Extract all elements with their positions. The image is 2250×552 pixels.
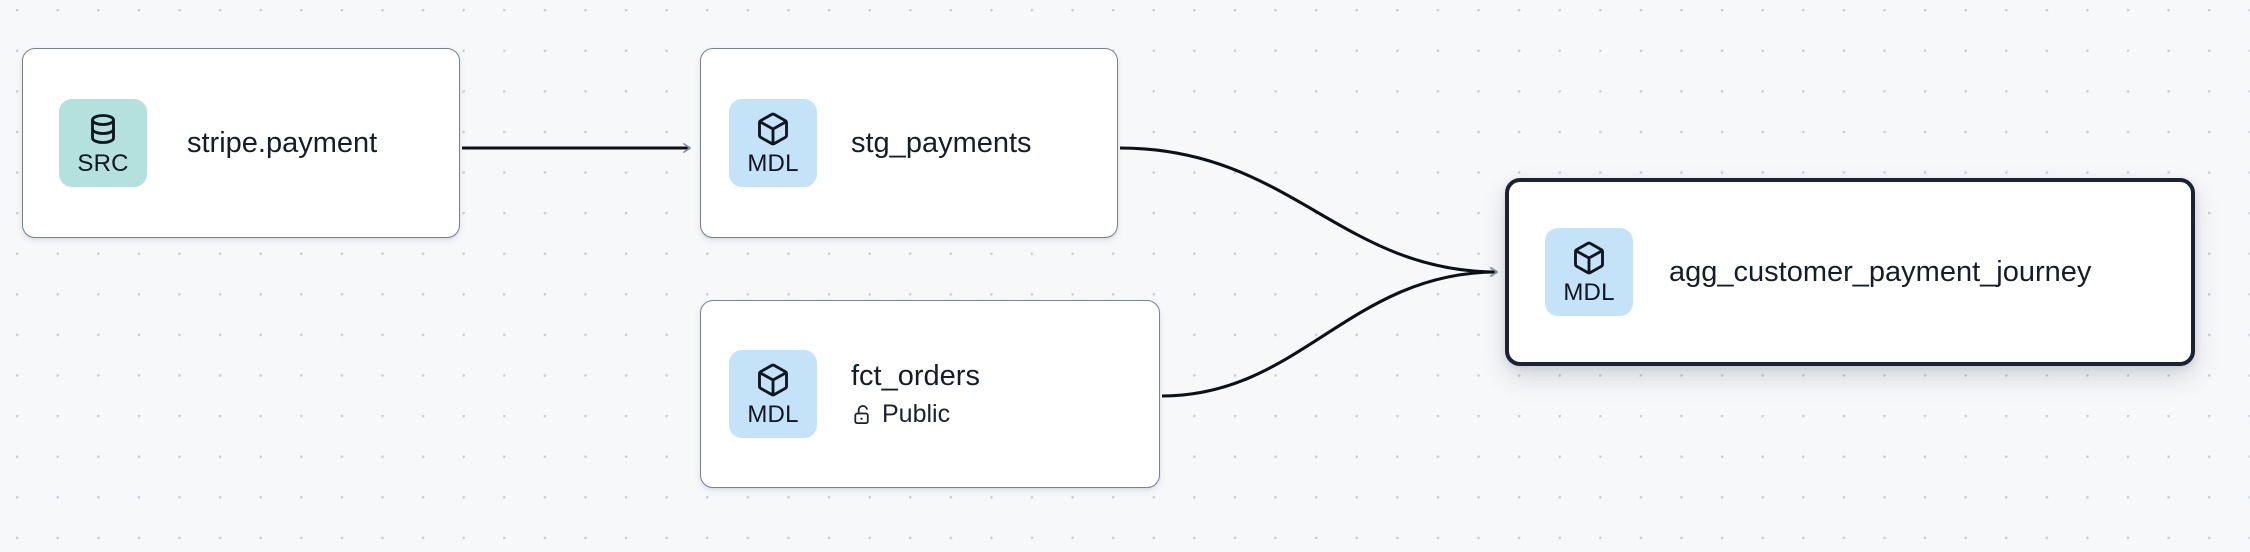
source-type-badge: SRC (59, 99, 147, 187)
unlock-icon (851, 403, 874, 426)
model-type-badge: MDL (1545, 228, 1633, 316)
node-body: stg_payments (851, 127, 1032, 159)
node-body: agg_customer_payment_journey (1669, 256, 2091, 288)
node-title: agg_customer_payment_journey (1669, 255, 2092, 288)
visibility-label: Public (882, 399, 951, 428)
node-title: stripe.payment (187, 126, 378, 159)
badge-label: SRC (77, 149, 129, 177)
node-fct-orders[interactable]: MDL fct_orders Public (700, 300, 1160, 488)
edge-fct-to-agg (1161, 267, 1498, 398)
node-title: fct_orders (851, 359, 980, 392)
cube-icon (755, 362, 791, 398)
badge-label: MDL (747, 149, 799, 177)
node-body: stripe.payment (187, 127, 377, 159)
node-title: stg_payments (851, 126, 1032, 159)
badge-label: MDL (747, 400, 799, 428)
badge-label: MDL (1563, 278, 1615, 306)
model-type-badge: MDL (729, 350, 817, 438)
node-stripe-payment[interactable]: SRC stripe.payment (22, 48, 460, 238)
cube-icon (1571, 240, 1607, 276)
cube-icon (755, 111, 791, 147)
node-body: fct_orders Public (851, 360, 980, 429)
node-stg-payments[interactable]: MDL stg_payments (700, 48, 1118, 238)
edge-stg-to-agg (1119, 146, 1498, 277)
model-type-badge: MDL (729, 99, 817, 187)
node-visibility: Public (851, 399, 980, 429)
database-icon (85, 111, 121, 147)
node-agg-customer-payment-journey[interactable]: MDL agg_customer_payment_journey (1505, 178, 2195, 366)
